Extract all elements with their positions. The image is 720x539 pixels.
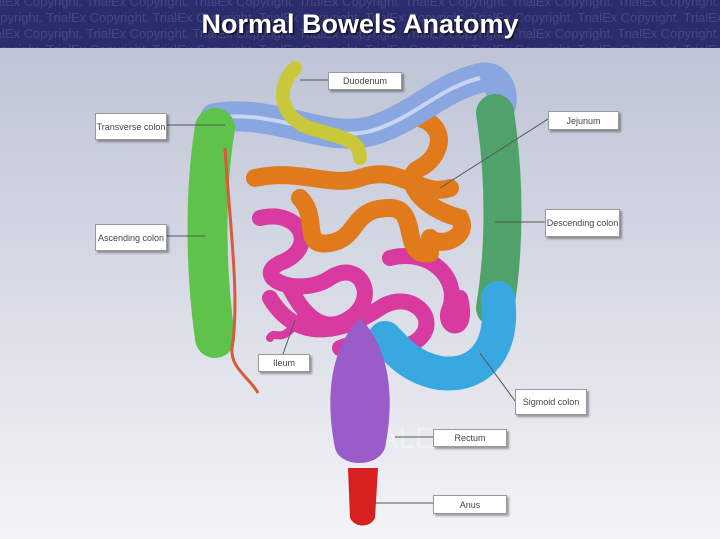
title-bar: TrialEx Copyright. TrialEx Copyright. Tr…	[0, 0, 720, 48]
label-rectum: Rectum	[433, 429, 507, 447]
label-ascending-colon: Ascending colon	[95, 224, 167, 251]
ascending-colon	[187, 108, 235, 358]
sigmoid-colon	[368, 281, 517, 391]
bowel-illustration: TRIALEX	[165, 61, 549, 526]
duodenum	[276, 61, 367, 165]
label-duodenum: Duodenum	[328, 72, 402, 90]
leader-lines	[165, 79, 549, 504]
transverse-colon-band	[214, 76, 481, 136]
page-title: Normal Bowels Anatomy	[201, 9, 519, 39]
label-descending-colon: Descending colon	[545, 209, 620, 237]
appendix	[223, 147, 260, 394]
label-anus: Anus	[433, 495, 507, 514]
copyright-watermark: TrialEx Copyright. TrialEx Copyright. Tr…	[0, 0, 720, 48]
label-sigmoid-colon: Sigmoid colon	[515, 389, 587, 415]
descending-colon	[476, 94, 522, 327]
jejunum	[246, 109, 471, 263]
label-jejunum: Jejunum	[548, 111, 619, 130]
anus	[348, 468, 378, 526]
label-ileum: Ileum	[258, 354, 310, 372]
rectum	[330, 318, 390, 463]
label-transverse-colon: Transverse colon	[95, 113, 167, 140]
